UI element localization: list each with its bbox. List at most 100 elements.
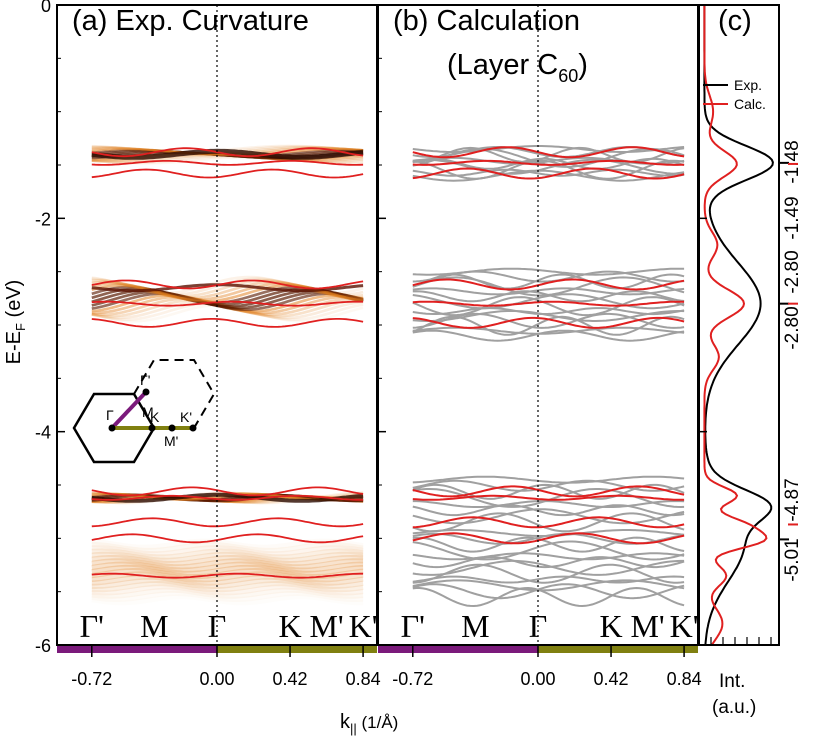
x-tick-label: 0.84 [346, 669, 381, 689]
calc-band-red [412, 278, 685, 291]
x-tick-label: 0.84 [667, 669, 702, 689]
heatmap-stripe [91, 574, 364, 586]
bz-point-gamma [108, 424, 116, 432]
calc-overlay-line [91, 168, 364, 179]
bz-point-kprime [189, 424, 197, 432]
panel-b-path-bar-gamma-k [538, 645, 698, 653]
y-tick-label: -2 [35, 209, 51, 229]
sym-point-label: Γ' [80, 608, 104, 644]
panel-b-subtitle-close: ) [578, 49, 588, 81]
calc-band-gray [412, 273, 685, 290]
bz-label-m: M [142, 404, 154, 420]
heatmap-stripe [91, 584, 364, 596]
calc-band-gray [412, 329, 685, 342]
calc-band-gray [412, 168, 685, 177]
y-axis-label-unit: (eV) [3, 280, 25, 323]
calc-band-gray [412, 552, 685, 561]
heatmap-stripe [91, 577, 364, 590]
peak-label: -5.01 [782, 538, 803, 581]
calc-band-gray [412, 169, 685, 182]
calc-band-red [412, 167, 685, 180]
calc-band-gray [412, 583, 685, 600]
panel-c-xlabel: Int. [719, 671, 745, 692]
heatmap-stripe [91, 148, 364, 157]
calc-overlay-line [91, 300, 364, 307]
y-tick-label: 0 [41, 0, 51, 16]
sym-point-label: K [599, 608, 622, 644]
bz-point-k [148, 424, 156, 432]
panel-c-frame [698, 4, 780, 646]
heatmap-stripe [91, 571, 364, 583]
calc-overlay-line [91, 517, 364, 528]
calc-band-gray [412, 540, 685, 561]
calc-band-red [412, 316, 685, 329]
y-axis-label-sub: F [13, 323, 28, 331]
x-tick-label: 0.00 [520, 669, 555, 689]
x-tick-label: -0.72 [71, 669, 112, 689]
panel-c-curves [703, 5, 774, 645]
x-axis-label: k|| (1/Å) [340, 711, 398, 736]
calc-band-gray [412, 536, 685, 553]
calc-band-gray [412, 563, 685, 584]
calc-band-gray [412, 296, 685, 317]
calc-band-red [412, 532, 685, 545]
panel-c-legend: Exp. Calc. [703, 77, 766, 112]
calc-band-red [412, 494, 685, 501]
panel-c-peak-labels: -1.48-1.49-2.80-2.80-4.87-5.01 [779, 140, 803, 582]
heatmap-stripe [91, 551, 364, 563]
x-tick-label: 0.42 [594, 669, 629, 689]
calc-band-red [412, 300, 685, 307]
sym-point-label: Γ' [401, 608, 425, 644]
calc-band-gray [412, 479, 685, 492]
bz-label-k: K [150, 409, 160, 425]
peak-label: -1.48 [782, 140, 803, 183]
x-axis-label-sub: || [350, 721, 357, 736]
heatmap-stripe [91, 548, 364, 560]
peak-label: -4.87 [782, 478, 803, 521]
calc-overlay-line [91, 279, 364, 290]
heatmap-stripe [91, 545, 364, 557]
calc-band-gray [412, 579, 685, 592]
calc-overlay-line [91, 318, 364, 328]
calc-band-gray [412, 586, 685, 608]
calc-overlay-line [91, 572, 364, 579]
panel-b-bands [412, 145, 685, 608]
sym-point-label: Γ [208, 608, 227, 644]
y-axis-label: E-EF (eV) [3, 280, 28, 365]
calc-band-gray [412, 287, 685, 296]
x-tick-label: -0.72 [392, 669, 433, 689]
calc-band-gray [412, 504, 685, 517]
heatmap-stripe [91, 554, 364, 567]
bz-label-gamma: Γ [106, 407, 114, 423]
calc-band-gray [412, 559, 685, 576]
x-axis-label-main: k [340, 711, 351, 733]
peak-label: -2.80 [782, 306, 803, 349]
x-tick-label: 0.42 [273, 669, 308, 689]
sym-point-label: M [461, 608, 489, 644]
calc-band-gray [412, 512, 685, 533]
bz-label-kprime: K' [180, 409, 192, 425]
calc-band-red [412, 159, 685, 166]
calc-intensity-curve [703, 5, 768, 645]
peak-label: -2.80 [782, 250, 803, 293]
heatmap-stripe [91, 580, 364, 593]
calc-band-gray [412, 293, 685, 310]
panel-a-title: (a) Exp. Curvature [72, 5, 309, 37]
calc-band-gray [412, 508, 685, 525]
sym-point-label: M' [309, 608, 343, 644]
panel-b-subtitle-sub: 60 [558, 66, 578, 86]
bz-label-mprime: M' [164, 433, 178, 449]
sym-point-label: K [278, 608, 301, 644]
bz-point-m [142, 388, 150, 396]
sym-point-label: M [140, 608, 168, 644]
panel-b-title: (b) Calculation [393, 5, 580, 37]
heatmap-stripe [91, 275, 364, 295]
sym-point-label: K' [349, 608, 378, 644]
panel-a-path-bar-gamma-m [57, 645, 217, 653]
panel-c-title: (c) [718, 5, 752, 37]
calc-band-red [412, 516, 685, 529]
panel-a-path-bar-gamma-k [217, 645, 377, 653]
